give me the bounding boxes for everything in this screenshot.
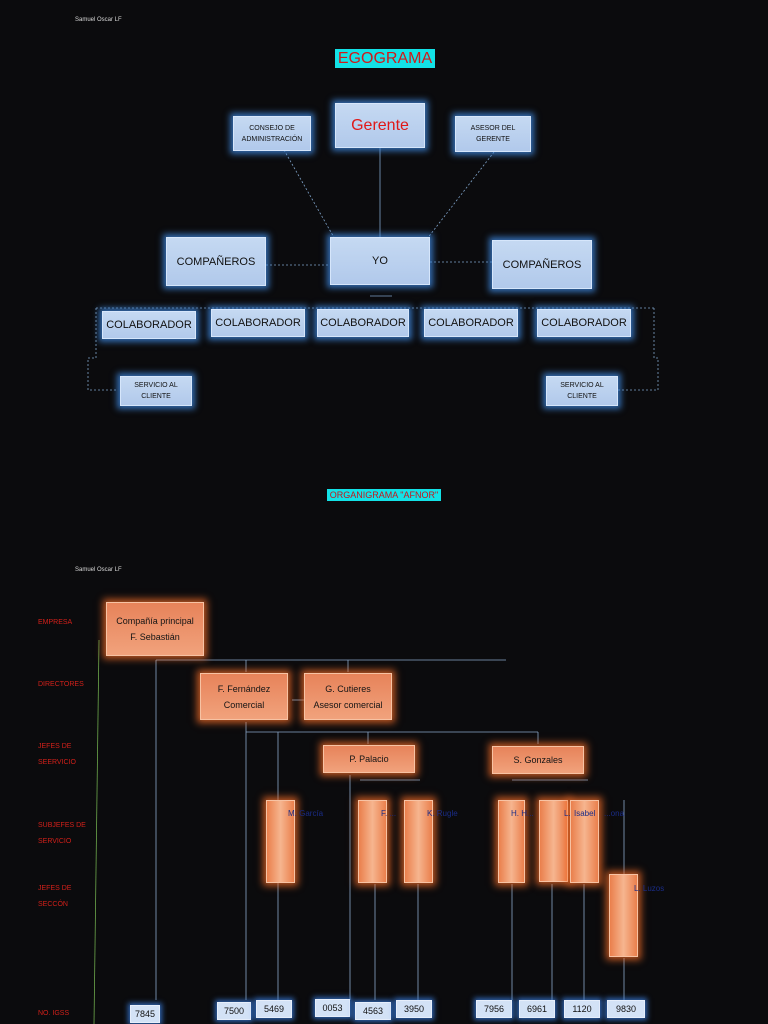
gerente-box: Gerente bbox=[335, 103, 425, 148]
servicio-right-line-2: CLIENTE bbox=[567, 393, 597, 400]
level-igss: NO. IGSS bbox=[38, 1010, 70, 1017]
subjefe-name-5: L. bbox=[564, 809, 571, 818]
consejo-line-2: ADMINISTRACIÓN bbox=[241, 135, 303, 143]
asesor-line-1: ASESOR DEL bbox=[470, 125, 516, 132]
subjefe-name-6: Isabel bbox=[574, 809, 596, 818]
level-jefes-servicio-line-2: SEERVICIO bbox=[38, 759, 76, 766]
director-box-1: F. Fernández Comercial bbox=[200, 673, 288, 720]
director-1-line-1: F. Fernández bbox=[217, 683, 271, 694]
igss-number: 0053 bbox=[315, 999, 350, 1017]
igss-number: 5469 bbox=[256, 1000, 292, 1018]
level-directores: DIRECTORES bbox=[38, 681, 84, 688]
servicio-left-box: SERVICIO AL CLIENTE bbox=[120, 376, 192, 406]
level-empresa: EMPRESA bbox=[38, 619, 73, 626]
level-jefes-servicio: JEFES DE SEERVICIO bbox=[38, 739, 76, 771]
afnor-title: ORGANIGRAMA "AFNOR" bbox=[327, 489, 441, 501]
igss-number: 4563 bbox=[355, 1002, 391, 1020]
author-label: Samuel Oscar LF bbox=[75, 17, 122, 23]
subjefe-name-1: M. García bbox=[288, 809, 324, 818]
subjefe-bar-1 bbox=[266, 800, 295, 883]
yo-box: YO bbox=[330, 237, 430, 285]
igss-number: 7956 bbox=[476, 1000, 512, 1018]
director-1-line-2: Comercial bbox=[223, 699, 265, 710]
director-2-line-2: Asesor comercial bbox=[313, 699, 383, 710]
asesor-box: ASESOR DEL GERENTE bbox=[455, 116, 531, 152]
colaborador-box-3: COLABORADOR bbox=[317, 309, 409, 337]
companeros-left-box: COMPAÑEROS bbox=[166, 237, 266, 286]
level-jefes-servicio-line-1: JEFES DE bbox=[38, 743, 72, 750]
level-subjefes-line-1: SUBJEFES DE bbox=[38, 822, 86, 829]
subjefe-name-2: F. ... bbox=[381, 809, 397, 818]
afnor-author-label: Samuel Oscar LF bbox=[75, 567, 122, 573]
egograma-title: EGOGRAMA bbox=[335, 49, 435, 68]
seccion-name: L. Luzos bbox=[634, 884, 665, 893]
company-box: Compañía principal F. Sebastián bbox=[106, 602, 204, 656]
subjefe-bar-3 bbox=[404, 800, 433, 883]
servicio-right-line-1: SERVICIO AL bbox=[560, 382, 604, 389]
director-2-line-1: G. Cutieres bbox=[325, 683, 371, 694]
consejo-line-1: CONSEJO DE bbox=[249, 124, 295, 132]
jefe-servicio-box-2: S. Gonzales bbox=[492, 746, 584, 774]
subjefe-bar-5 bbox=[539, 800, 568, 882]
level-subjefes: SUBJEFES DE SERVICIO bbox=[38, 818, 86, 850]
level-jefes-seccion-line-1: JEFES DE bbox=[38, 885, 72, 892]
igss-number: 7845 bbox=[130, 1005, 160, 1023]
director-box-2: G. Cutieres Asesor comercial bbox=[304, 673, 392, 720]
subjefe-name-4: H. H... bbox=[511, 809, 534, 818]
igss-number: 7500 bbox=[217, 1002, 251, 1020]
colaborador-box-5: COLABORADOR bbox=[537, 309, 631, 337]
subjefe-name-3: K. Rugle bbox=[427, 809, 458, 818]
subjefe-bar-6 bbox=[570, 800, 599, 883]
servicio-left-line-2: CLIENTE bbox=[141, 393, 171, 400]
level-jefes-seccion: JEFES DE SECCÓN bbox=[38, 881, 71, 913]
subjefe-bar-2 bbox=[358, 800, 387, 883]
asesor-line-2: GERENTE bbox=[476, 136, 510, 143]
company-line-1: Compañía principal bbox=[116, 616, 194, 626]
company-line-2: F. Sebastián bbox=[130, 632, 180, 642]
seccion-bar bbox=[609, 874, 638, 957]
igss-number: 1120 bbox=[564, 1000, 600, 1018]
level-jefes-seccion-line-2: SECCÓN bbox=[38, 901, 68, 908]
servicio-right-box: SERVICIO AL CLIENTE bbox=[546, 376, 618, 406]
subjefe-name-7: ...ona bbox=[604, 809, 625, 818]
consejo-box: CONSEJO DE ADMINISTRACIÓN bbox=[233, 116, 311, 151]
subjefe-bar-4 bbox=[498, 800, 525, 883]
igss-number: 3950 bbox=[396, 1000, 432, 1018]
companeros-right-box: COMPAÑEROS bbox=[492, 240, 592, 289]
colaborador-box-2: COLABORADOR bbox=[211, 309, 305, 337]
level-subjefes-line-2: SERVICIO bbox=[38, 838, 72, 845]
igss-number: 6961 bbox=[519, 1000, 555, 1018]
colaborador-box-1: COLABORADOR bbox=[102, 311, 196, 339]
jefe-servicio-box-1: P. Palacio bbox=[323, 745, 415, 773]
servicio-left-line-1: SERVICIO AL bbox=[134, 382, 178, 389]
igss-number: 9830 bbox=[607, 1000, 645, 1018]
colaborador-box-4: COLABORADOR bbox=[424, 309, 518, 337]
